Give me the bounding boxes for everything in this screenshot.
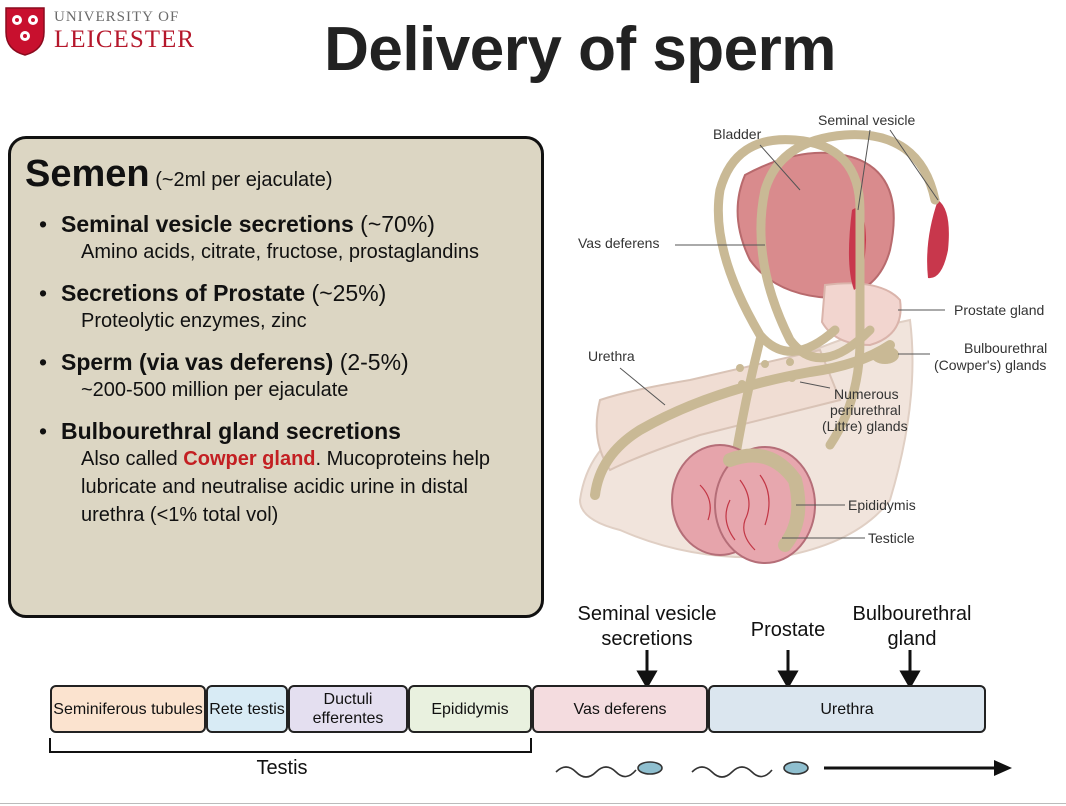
label-vas-deferens: Vas deferens — [578, 235, 660, 251]
semen-panel: Semen (~2ml per ejaculate) • Seminal ves… — [8, 136, 544, 618]
label-bulbourethral-2: (Cowper's) glands — [934, 357, 1047, 373]
label-urethra: Urethra — [588, 348, 635, 364]
logo-line2: LEICESTER — [54, 26, 195, 53]
crest-icon — [5, 7, 45, 56]
direction-arrow — [824, 760, 1012, 776]
epididymis-shape — [723, 448, 806, 552]
logo-wordmark: UNIVERSITY OF LEICESTER — [54, 9, 195, 53]
detail-post: . Mucoproteins help lubricate and neutra… — [81, 448, 491, 526]
input-label-bulbourethral: Bulbourethral gland — [852, 603, 972, 650]
item-pct: (2-5%) — [339, 349, 409, 375]
label-testicle: Testicle — [868, 530, 915, 546]
item-detail: Amino acids, citrate, fructose, prostagl… — [81, 241, 479, 263]
semen-heading-note: (~2ml per ejaculate) — [155, 169, 333, 191]
label-prostate-gland: Prostate gland — [954, 302, 1045, 318]
item-title: Sperm (via vas deferens) — [61, 349, 334, 375]
vas-deferens-descend — [730, 335, 765, 465]
segment-epididymis: Epididymis — [408, 685, 532, 733]
flow-graphics — [49, 650, 1012, 778]
bullet: • — [39, 349, 48, 375]
input-label-seminal: Seminal vesicle secretions — [577, 603, 717, 650]
segment-ductuli-efferentes: Ductuli efferentes — [288, 685, 408, 733]
semen-heading: Semen (~2ml per ejaculate) — [25, 153, 527, 196]
item-pct: (~70%) — [360, 211, 435, 237]
testis-label: Testis — [256, 757, 308, 779]
semen-item-bulbourethral: • Bulbourethral gland secretions Also ca… — [25, 417, 527, 529]
label-bulbourethral-1: Bulbourethral — [964, 340, 1048, 356]
item-title: Secretions of Prostate — [61, 280, 306, 306]
item-title: Bulbourethral gland secretions — [61, 418, 401, 444]
bullet: • — [39, 211, 48, 237]
university-logo: UNIVERSITY OF LEICESTER — [4, 6, 204, 56]
logo-line1: UNIVERSITY OF — [54, 9, 180, 25]
vas-deferens-left — [713, 135, 865, 450]
item-detail: ~200-500 million per ejaculate — [81, 379, 349, 401]
label-bladder: Bladder — [713, 126, 762, 142]
bullet: • — [39, 280, 48, 306]
segment-seminiferous-tubules: Seminiferous tubules — [50, 685, 206, 733]
testis-bracket — [49, 738, 532, 753]
label-numerous-2: periurethral — [830, 402, 901, 418]
label-epididymis: Epididymis — [848, 497, 916, 513]
anatomy-illustration — [578, 129, 949, 564]
input-arrows — [636, 650, 921, 690]
leader-lines — [619, 129, 945, 539]
anatomy-diagram: Bladder Seminal vesicle Vas deferens Pro… — [560, 100, 1066, 580]
semen-item-sperm: • Sperm (via vas deferens) (2-5%) ~200-5… — [25, 348, 527, 404]
sperm-pathway-flow: Seminal vesicle secretions Prostate Bulb… — [0, 590, 1066, 806]
cowper-gland-highlight: Cowper gland — [183, 448, 316, 470]
input-label-prostate: Prostate — [750, 619, 826, 641]
semen-item-seminal: • Seminal vesicle secretions (~70%) Amin… — [25, 210, 527, 266]
label-numerous-3: (Littre) glands — [822, 418, 908, 434]
bulbourethral-gland-shape — [871, 346, 899, 364]
testicle-vessels — [699, 474, 770, 551]
label-numerous-1: Numerous — [834, 386, 899, 402]
urethra-tube — [590, 340, 895, 500]
segment-vas-deferens: Vas deferens — [532, 685, 708, 733]
item-detail: Also called Cowper gland. Mucoproteins h… — [61, 445, 527, 529]
segment-rete-testis: Rete testis — [206, 685, 288, 733]
littre-glands — [736, 358, 796, 388]
detail-pre: Also called — [81, 448, 178, 470]
item-title: Seminal vesicle secretions — [61, 211, 354, 237]
footer-divider — [0, 803, 1066, 804]
bullet: • — [39, 418, 48, 444]
semen-item-prostate: • Secretions of Prostate (~25%) Proteoly… — [25, 279, 527, 335]
seminal-vesicle-right — [927, 200, 949, 279]
item-detail: Proteolytic enzymes, zinc — [81, 310, 307, 332]
label-seminal-vesicle: Seminal vesicle — [818, 112, 916, 128]
semen-heading-main: Semen — [25, 153, 150, 195]
sperm-icons — [555, 761, 809, 778]
vas-deferens-right — [756, 130, 940, 363]
item-pct: (~25%) — [311, 280, 387, 306]
slide-title: Delivery of sperm — [324, 15, 836, 84]
segment-urethra: Urethra — [708, 685, 986, 733]
